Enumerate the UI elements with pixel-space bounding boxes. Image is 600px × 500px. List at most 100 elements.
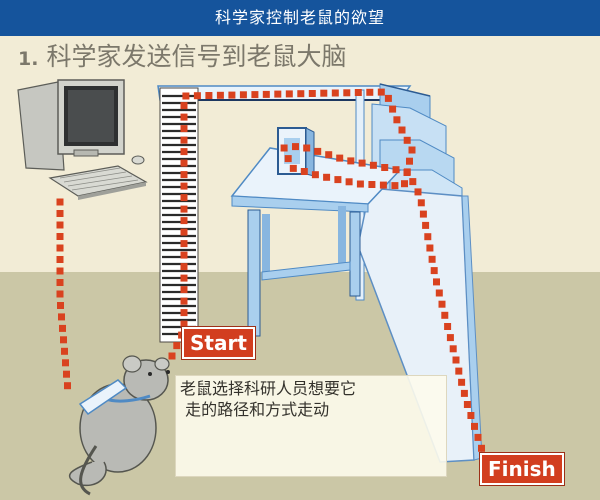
path-dot — [408, 146, 416, 154]
step-heading: 1.科学家发送信号到老鼠大脑 — [18, 40, 346, 74]
path-dot — [384, 94, 392, 102]
path-dot — [180, 297, 188, 305]
path-dot — [284, 155, 292, 163]
path-dot — [449, 345, 457, 353]
step-number: 1. — [18, 48, 39, 70]
path-dot — [173, 342, 181, 350]
path-dot — [62, 359, 69, 367]
path-dot — [59, 324, 66, 332]
path-dot — [336, 154, 344, 162]
path-dot — [180, 194, 188, 202]
path-dot — [56, 256, 64, 263]
path-dot — [180, 148, 188, 156]
path-dot — [180, 274, 188, 282]
caption-line-2: 走的路径和方式走动 — [180, 400, 330, 419]
path-dot — [369, 161, 377, 169]
path-dot — [180, 136, 188, 144]
path-dot — [180, 102, 188, 110]
path-dot — [182, 92, 190, 100]
path-dot — [56, 267, 64, 275]
path-dot — [381, 164, 389, 171]
path-dot — [403, 168, 411, 176]
rat-icon — [68, 355, 170, 496]
path-dot — [180, 159, 188, 167]
path-dot — [343, 89, 351, 97]
path-dot — [180, 113, 188, 121]
path-dot — [180, 125, 188, 133]
table-box-icon — [277, 127, 315, 177]
path-route — [56, 88, 485, 452]
path-dot — [345, 178, 353, 186]
path-dot — [463, 401, 471, 408]
caption-line-1: 老鼠选择科研人员想要它 — [180, 379, 357, 398]
path-dot — [354, 89, 362, 96]
path-dot — [56, 221, 64, 229]
path-dot — [180, 240, 188, 248]
finish-label: Finish — [480, 453, 564, 485]
path-dot — [417, 199, 425, 207]
path-dot — [205, 92, 213, 99]
path-dot — [180, 217, 188, 225]
path-dot — [56, 290, 64, 298]
path-dot — [377, 88, 385, 96]
path-dot — [358, 159, 366, 167]
path-dot — [424, 233, 432, 241]
path-dot — [61, 347, 68, 355]
path-dot — [216, 91, 224, 99]
path-dot — [180, 228, 188, 236]
path-dot — [428, 255, 436, 263]
path-dot — [422, 221, 430, 229]
path-dot — [193, 92, 201, 100]
path-dot — [297, 90, 305, 98]
path-dot — [334, 176, 342, 184]
path-dot — [323, 173, 331, 181]
path-dot — [356, 180, 364, 188]
title-bar: 科学家控制老鼠的欲望 — [0, 0, 600, 36]
path-dot — [314, 147, 322, 155]
path-dot — [441, 311, 449, 319]
path-dot — [444, 323, 452, 330]
path-dot — [180, 309, 188, 317]
path-dot — [389, 105, 397, 113]
path-dot — [57, 302, 64, 309]
path-dot — [471, 422, 478, 430]
path-dot — [64, 382, 71, 390]
path-dot — [325, 151, 333, 159]
path-dot — [56, 244, 64, 252]
path-dot — [347, 157, 355, 165]
path-dot — [368, 181, 376, 188]
path-dot — [178, 331, 186, 339]
path-dot — [406, 157, 413, 165]
path-dot — [180, 182, 188, 190]
ladder-icon — [159, 87, 199, 343]
path-dot — [180, 171, 188, 179]
path-dot — [56, 279, 64, 286]
path-dot — [168, 352, 176, 360]
path-dot — [56, 210, 64, 217]
path-dot — [56, 198, 64, 206]
path-dot — [398, 126, 406, 134]
path-dot — [433, 278, 440, 286]
path-dot — [458, 378, 466, 386]
path-dot — [228, 91, 236, 99]
path-dot — [239, 91, 247, 99]
path-dot — [180, 205, 188, 213]
path-dot — [426, 244, 434, 252]
path-dot — [303, 144, 311, 152]
path-dot — [285, 90, 293, 98]
path-dot — [292, 143, 299, 151]
path-dot — [474, 433, 482, 441]
path-dot — [467, 412, 475, 419]
path-dot — [419, 210, 427, 218]
path-dot — [455, 367, 463, 375]
caption-text: 老鼠选择科研人员想要它 走的路径和方式走动 — [180, 378, 430, 420]
path-dot — [438, 300, 446, 308]
path-dot — [403, 136, 411, 144]
path-dot — [379, 181, 387, 189]
path-dot — [435, 289, 443, 297]
path-dot — [180, 286, 188, 294]
path-dot — [308, 90, 316, 97]
path-dot — [311, 171, 319, 179]
path-dot — [58, 313, 65, 321]
